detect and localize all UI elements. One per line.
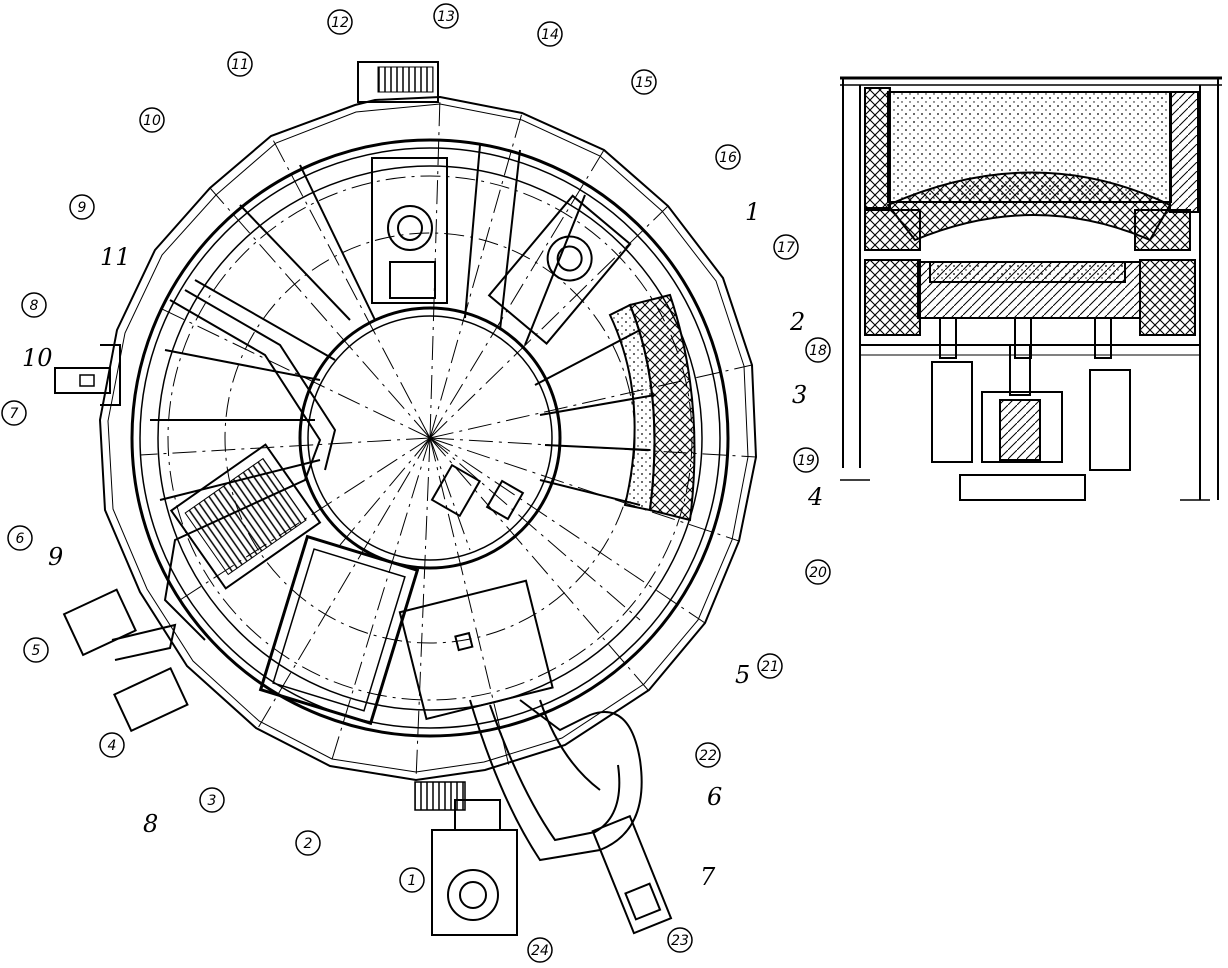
svg-text:16: 16 [719,150,737,166]
column-number-19: 19 [793,447,819,473]
svg-text:15: 15 [635,75,653,91]
svg-text:24: 24 [531,943,549,959]
column-number-3: 3 [199,787,225,813]
column-number-18: 18 [805,337,831,363]
column-number-8: 8 [21,292,47,318]
svg-text:14: 14 [541,27,559,43]
svg-text:10: 10 [143,113,161,129]
column-number-1: 1 [399,867,425,893]
svg-text:6: 6 [16,531,25,547]
svg-text:19: 19 [797,453,815,469]
column-number-16: 16 [715,144,741,170]
column-number-22: 22 [695,742,721,768]
column-number-12: 12 [327,9,353,35]
column-number-6: 6 [7,525,33,551]
item-label-10: 10 [22,344,53,372]
column-number-20: 20 [805,559,831,585]
item-label-5: 5 [735,661,750,689]
column-number-10: 10 [139,107,165,133]
building-outline [98,95,758,782]
svg-text:2: 2 [304,836,313,852]
svg-text:1: 1 [408,873,417,889]
column-number-15: 15 [631,69,657,95]
item-label-4: 4 [807,483,823,511]
rotary-hearth-plan [54,61,758,936]
column-number-17: 17 [773,234,799,260]
item-label-11: 11 [100,243,131,271]
column-number-9: 9 [69,194,95,220]
svg-text:18: 18 [809,343,827,359]
column-number-21: 21 [757,653,783,679]
column-number-2: 2 [295,830,321,856]
svg-text:22: 22 [699,748,717,764]
column-number-4: 4 [99,732,125,758]
svg-text:20: 20 [809,565,827,581]
furnace-cross-section [840,76,1222,501]
svg-text:5: 5 [32,643,41,659]
item-label-8: 8 [143,810,158,838]
item-label-9: 9 [48,543,63,571]
item-label-7: 7 [700,863,716,891]
column-number-24: 24 [527,937,553,963]
column-number-5: 5 [23,637,49,663]
column-number-7: 7 [1,400,27,426]
svg-text:23: 23 [671,933,689,949]
svg-text:13: 13 [437,9,455,25]
svg-text:17: 17 [777,240,795,256]
column-number-11: 11 [227,51,253,77]
svg-text:3: 3 [208,793,217,809]
item-label-2: 2 [789,308,805,336]
svg-text:11: 11 [231,57,249,73]
item-label-3: 3 [792,381,807,409]
svg-text:9: 9 [78,200,87,216]
svg-text:8: 8 [30,298,39,314]
svg-text:7: 7 [10,406,19,422]
svg-text:21: 21 [761,659,779,675]
item-callout-labels: 1 2 3 4 5 6 7 8 9 10 11 [22,198,823,891]
item-label-1: 1 [745,198,760,226]
svg-text:12: 12 [331,15,349,31]
column-number-23: 23 [667,927,693,953]
column-number-13: 13 [433,3,459,29]
column-number-14: 14 [537,21,563,47]
svg-text:4: 4 [108,738,117,754]
item-label-6: 6 [707,783,722,811]
